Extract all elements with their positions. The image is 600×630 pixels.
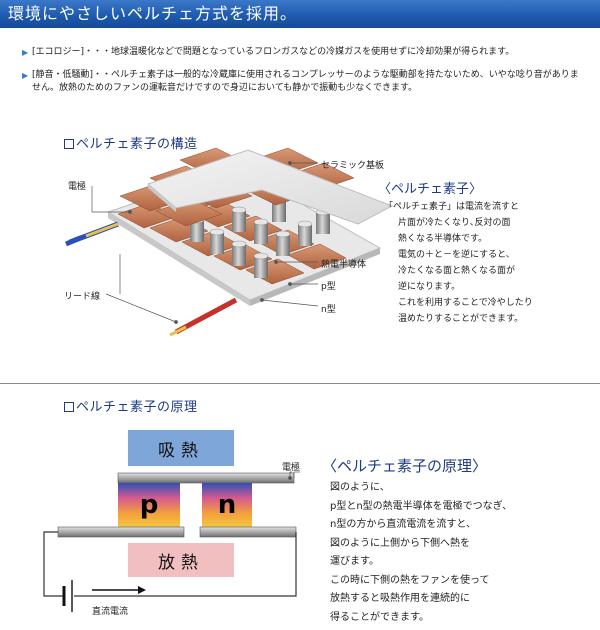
label-ceramic: セラミック基板: [321, 161, 385, 171]
page-header: 環境にやさしいペルチェ方式を採用。: [0, 0, 600, 28]
battery-icon: [62, 580, 73, 612]
structure-desc-title: 〈ペルチェ素子〉: [378, 182, 483, 197]
feature-ecology-text: [エコロジー]・・・地球温暖化などで問題となっているフロンガスなどの冷媒ガスを使…: [32, 47, 515, 57]
square-icon: [64, 139, 74, 149]
label-semiconductor: 熱電半導体: [321, 260, 367, 270]
label-n-type: n型: [321, 305, 336, 315]
label-dc-current: 直流電流: [92, 607, 129, 617]
feature-quiet: ▶ [静音・低騒動]・・ペルチェ素子は一般的な冷蔵庫に使用されるコンプレッサーの…: [22, 69, 582, 95]
header-title: 環境にやさしいペルチェ方式を採用。: [8, 4, 298, 23]
semiconductor-pellets: [189, 196, 331, 278]
ceramic-plate-bottom-edge: [108, 212, 250, 306]
release-label: 放熱: [158, 552, 204, 573]
p-type-block: [118, 483, 180, 527]
label-electrode-principle: 電極: [282, 463, 301, 473]
top-electrode: [117, 472, 295, 484]
principle-desc-title: 〈ペルチェ素子の原理〉: [322, 457, 488, 475]
lead-wire-top: [65, 221, 119, 247]
label-lead-wire: リード線: [64, 292, 101, 302]
section-structure-title: ペルチェ素子の構造: [64, 133, 198, 152]
absorb-label: 吸熱: [158, 440, 204, 461]
section-principle-title: ペルチェ素子の原理: [64, 396, 198, 415]
current-arrow-icon: [92, 586, 146, 594]
p-label: p: [139, 490, 159, 520]
peltier-structure-diagram: [65, 147, 394, 337]
absorb-block: [128, 430, 234, 466]
bottom-electrode-left: [57, 526, 185, 538]
label-electrode: 電極: [68, 182, 87, 192]
label-p-type: p型: [321, 282, 336, 292]
principle-description: 図のように、 p型とn型の熱電半導体を電極でつなぎ、 n型の方から直流電流を流す…: [330, 482, 513, 623]
feature-ecology: ▶ [エコロジー]・・・地球温暖化などで問題となっているフロンガスなどの冷媒ガス…: [22, 46, 582, 59]
arrow-right-icon: ▶: [22, 71, 29, 80]
structure-description: 「ペルチェ素子」は電流を流すと 片面が冷たくなり､反対の面 熱くなる半導体です。…: [384, 202, 533, 324]
arrow-right-icon: ▶: [22, 48, 29, 57]
circuit-wire: [43, 531, 64, 597]
n-type-block: [202, 483, 252, 527]
peltier-principle-diagram: [43, 430, 300, 612]
square-icon: [64, 402, 74, 412]
feature-quiet-text: [静音・低騒動]・・ペルチェ素子は一般的な冷蔵庫に使用されるコンプレッサーのよう…: [32, 70, 579, 93]
lead-wire-bottom: [169, 297, 238, 337]
release-block: [128, 543, 234, 577]
bottom-electrode-right: [199, 526, 297, 538]
n-label: n: [217, 490, 237, 520]
section-divider: [0, 383, 600, 384]
feature-list: ▶ [エコロジー]・・・地球温暖化などで問題となっているフロンガスなどの冷媒ガス…: [22, 46, 582, 105]
ceramic-plate-bottom-side: [250, 248, 380, 306]
